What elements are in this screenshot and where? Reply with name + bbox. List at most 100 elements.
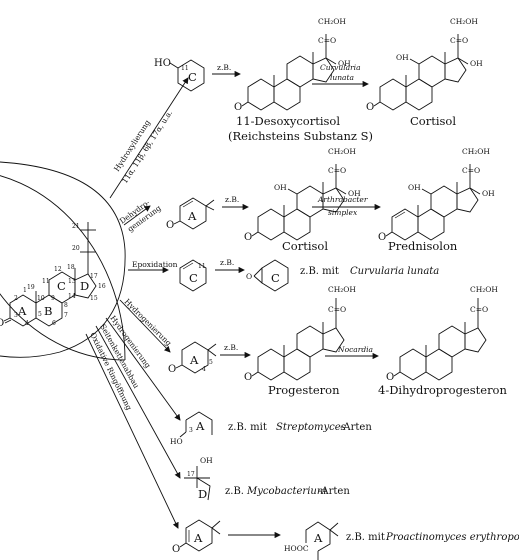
- ring-c-label: C: [188, 70, 197, 84]
- ring-a-label: A: [313, 531, 323, 545]
- origin-circle-arc: [0, 175, 126, 361]
- atom-11: 11: [181, 65, 189, 72]
- pathway-arrows: [85, 77, 189, 529]
- cortisol-name-2: Cortisol: [282, 239, 328, 253]
- atom-2: 2: [14, 295, 18, 302]
- proactinomyces-prefix: z.B. mit: [346, 532, 385, 543]
- desoxycortisol-subname: (Reichsteins Substanz S): [228, 129, 373, 143]
- atom-5: 5: [209, 359, 213, 366]
- ring-a-label: A: [189, 353, 199, 367]
- epoxide-o: O: [246, 272, 252, 281]
- cortisol-structure-1: OH O CH₂OH C=O OH: [366, 17, 483, 113]
- ring-c-label: C: [189, 271, 198, 285]
- atom-5: 5: [38, 311, 42, 318]
- dihydroprogesteron-name: 4-Dihydroprogesteron: [378, 383, 507, 397]
- ch2oh: CH₂OH: [450, 17, 478, 26]
- ring-d-hydroxy: OH D 17: [184, 456, 213, 501]
- ch2oh: CH₂OH: [328, 285, 356, 294]
- ring-a-hydrogenation: O A 4 5: [168, 341, 217, 375]
- central-steroid-skeleton: O A B C D 1 2 3 4 5 6 7 8 9 10 11 12 13 …: [0, 222, 106, 329]
- keto-o: O: [168, 364, 176, 375]
- atom-21: 21: [72, 223, 80, 230]
- atom-11: 11: [42, 278, 50, 285]
- streptomyces-prefix: z.B. mit: [228, 422, 267, 433]
- atom-20: 20: [72, 245, 80, 252]
- atom-15: 15: [90, 295, 98, 302]
- ring-d-label: D: [80, 279, 89, 293]
- curvularia-full: Curvularia lunata: [350, 266, 439, 277]
- atom-14: 14: [68, 293, 76, 300]
- zb-1: z.B.: [217, 63, 231, 72]
- oh-17: OH: [338, 59, 351, 68]
- keto-o: O: [366, 102, 374, 113]
- ring-a-label: A: [187, 209, 197, 223]
- oh-17: OH: [482, 189, 495, 198]
- co: C=O: [328, 166, 346, 175]
- seco-acid: O HOOC A: [284, 521, 339, 560]
- keto-o: O: [244, 232, 252, 243]
- oh-11: OH: [396, 53, 409, 62]
- co: C=O: [462, 166, 480, 175]
- origin-circle-arc-lower: [0, 293, 126, 361]
- zb-2: z.B.: [225, 195, 239, 204]
- ring-d-label: D: [198, 487, 207, 501]
- arthrobacter-1: Arthrobacter: [317, 195, 368, 204]
- atom-7: 7: [64, 312, 68, 319]
- ring-a-hydroxy: HO A 3: [170, 411, 213, 446]
- dihydroprogesteron-structure: O CH₂OH C=O: [386, 285, 498, 383]
- ring-a-label: A: [195, 419, 205, 433]
- ring-c-alkene: 11 C: [179, 259, 207, 292]
- atom-4: 4: [202, 366, 206, 373]
- oh-17: OH: [348, 189, 361, 198]
- oh-17: OH: [470, 59, 483, 68]
- prednisolon-name: Prednisolon: [388, 239, 458, 253]
- c3-oxygen: O: [0, 318, 4, 329]
- keto-o: O: [378, 232, 386, 243]
- atom-1: 1: [23, 287, 27, 294]
- proactinomyces: Proactinomyces erythropolis: [385, 532, 519, 543]
- nocardia: Nocardia: [337, 345, 373, 354]
- streptomyces-suffix: -Arten: [340, 422, 372, 433]
- simplex: simplex: [328, 208, 358, 217]
- keto-o: O: [166, 220, 174, 231]
- desoxycortisol-structure: O CH₂OH C=O OH: [234, 17, 351, 113]
- ring-c-epoxide: O C: [246, 259, 289, 292]
- atom-16: 16: [98, 283, 106, 290]
- atom-6: 6: [52, 320, 56, 327]
- atom-19: 19: [27, 284, 35, 291]
- ring-a-enone: O A: [166, 197, 215, 231]
- keto-o: O: [234, 102, 242, 113]
- lunata-1: lunata: [330, 73, 354, 82]
- atom-4: 4: [25, 320, 29, 327]
- ring-a-enone-2: O A: [172, 519, 221, 555]
- atom-9: 9: [51, 295, 55, 302]
- hoooc-group: HOOC: [284, 544, 309, 553]
- zb-4: z.B.: [224, 343, 238, 352]
- oh-11: OH: [408, 183, 421, 192]
- keto-o: O: [386, 372, 394, 383]
- mycobacterium: Mycobacterium: [246, 486, 326, 497]
- ch2oh: CH₂OH: [318, 17, 346, 26]
- atom-8: 8: [64, 302, 68, 309]
- cortisol-structure-2: OH O CH₂OH C=O OH: [244, 147, 361, 243]
- ch2oh: CH₂OH: [470, 285, 498, 294]
- ch2oh: CH₂OH: [462, 147, 490, 156]
- atom-3: 3: [189, 427, 193, 434]
- ring-a-label: A: [193, 531, 203, 545]
- atom-17: 17: [90, 273, 98, 280]
- cortisol-name-1: Cortisol: [410, 114, 456, 128]
- atom-12: 12: [54, 266, 62, 273]
- curvularia-full-prefix: z.B. mit: [300, 266, 339, 277]
- origin-circle: [0, 161, 126, 358]
- ch2oh: CH₂OH: [328, 147, 356, 156]
- desoxycortisol-name: 11-Desoxycortisol: [236, 114, 340, 128]
- ring-b-label: B: [44, 304, 52, 318]
- streptomyces: Streptomyces: [276, 422, 346, 433]
- atom-17: 17: [187, 471, 195, 478]
- progesteron-structure: O CH₂OH C=O: [244, 285, 356, 383]
- label-epoxidation: Epoxidation: [132, 260, 178, 269]
- atom-11: 11: [198, 263, 206, 270]
- atom-3: 3: [14, 312, 18, 319]
- ho-group: HO: [170, 437, 183, 446]
